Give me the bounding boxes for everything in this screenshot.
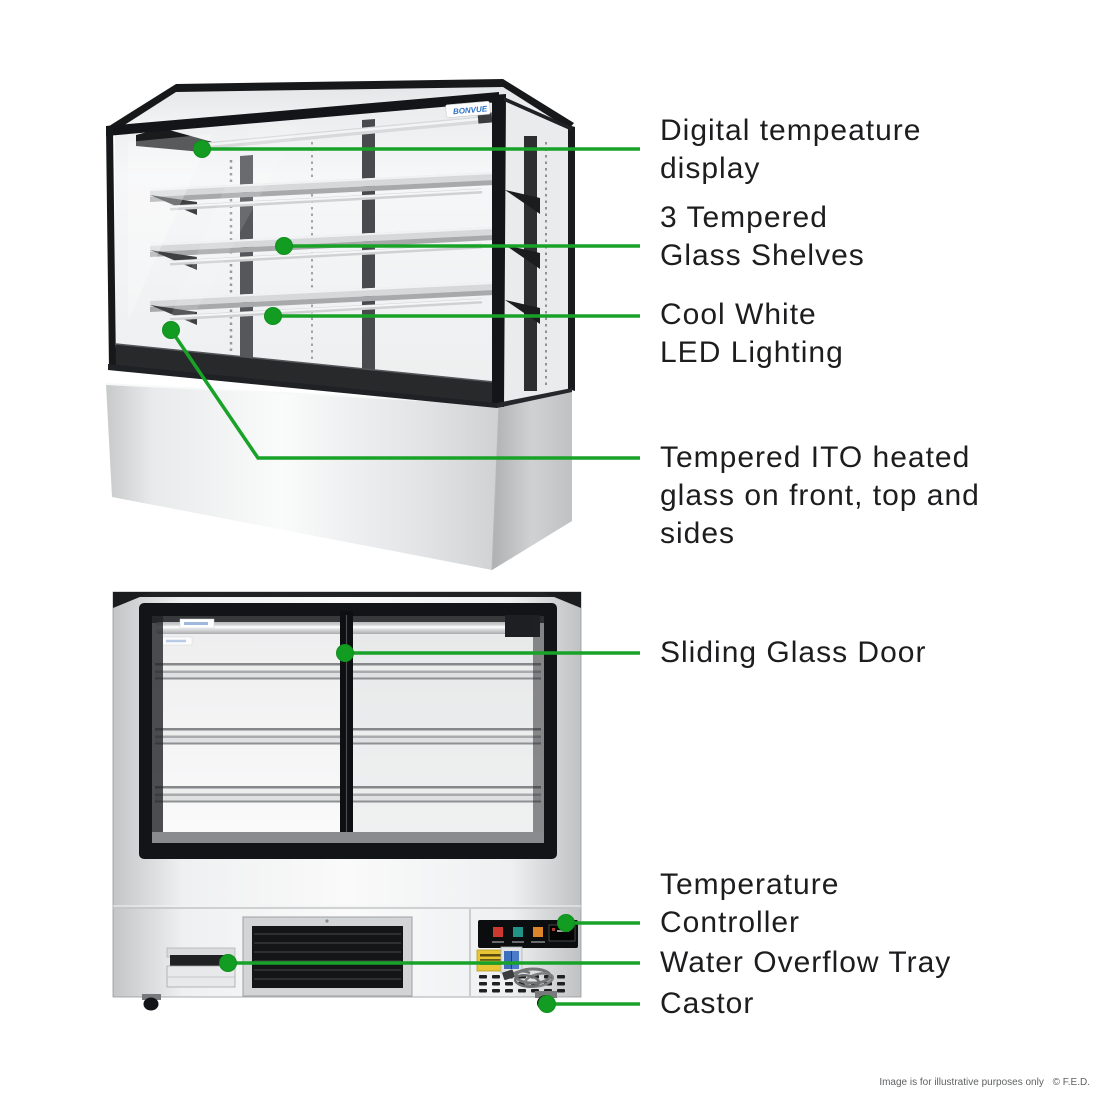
callout-label-line: display xyxy=(660,152,761,185)
interior-brand-stickers xyxy=(161,618,215,646)
glass-reflection xyxy=(160,124,300,342)
display-interior xyxy=(115,101,494,403)
callout-label-digital-temperature-display: Digital tempeature display xyxy=(660,112,921,188)
angled-display-unit-image: BONVUE xyxy=(105,79,575,571)
controller-display xyxy=(548,924,576,942)
callout-label-line: glass on front, top and xyxy=(660,479,980,512)
brand-logo: BONVUE xyxy=(445,100,491,119)
interior-frame xyxy=(229,119,547,391)
callout-label-line: Controller xyxy=(660,906,801,939)
stainless-base xyxy=(105,383,573,571)
glass-shelf xyxy=(149,282,495,325)
callout-label-sliding-glass-door: Sliding Glass Door xyxy=(660,634,926,672)
callout-label-line: Sliding Glass Door xyxy=(660,636,927,669)
callout-label-led-lighting: Cool White LED Lighting xyxy=(660,296,844,372)
disclaimer-text: Image is for illustrative purposes only xyxy=(879,1077,1044,1088)
glass-reflection xyxy=(128,134,212,320)
glass-shelf xyxy=(149,172,495,215)
image-disclaimer: Image is for illustrative purposes only … xyxy=(879,1077,1090,1088)
callout-label-line: Cool White xyxy=(660,298,817,331)
top-edge xyxy=(113,592,581,597)
red-button xyxy=(493,927,503,937)
orange-button xyxy=(533,927,543,937)
callout-label-line: LED Lighting xyxy=(660,336,844,369)
power-switch xyxy=(500,946,523,974)
water-overflow-tray xyxy=(166,947,236,988)
callout-label-line: Temperature xyxy=(660,868,840,901)
callout-label-line: sides xyxy=(660,517,736,550)
castor-wheel-right xyxy=(535,991,557,1011)
power-plug xyxy=(502,969,515,981)
callout-label-water-overflow-tray: Water Overflow Tray xyxy=(660,944,951,982)
callout-label-line: 3 Tempered xyxy=(660,201,828,234)
callout-label-castor: Castor xyxy=(660,985,754,1023)
callout-label-tempered-glass-shelves: 3 Tempered Glass Shelves xyxy=(660,199,865,275)
front-display-unit-image xyxy=(112,591,582,1011)
front-led-tube xyxy=(156,615,540,637)
castor-wheel-left xyxy=(142,994,161,1011)
callout-label-line: Digital tempeature xyxy=(660,114,922,147)
shelf-bracket xyxy=(505,190,540,214)
shelf-bracket xyxy=(505,245,540,269)
callout-label-line: Glass Shelves xyxy=(660,239,865,272)
brand-logo-text: BONVUE xyxy=(453,104,489,116)
vent-grille xyxy=(242,916,413,997)
vent-slots xyxy=(479,975,565,993)
shelf-bracket xyxy=(505,300,540,324)
callout-label-ito-heated-glass: Tempered ITO heated glass on front, top … xyxy=(660,439,980,553)
callout-label-line: Water Overflow Tray xyxy=(660,946,952,979)
green-button xyxy=(513,927,523,937)
temperature-controller-panel xyxy=(478,920,578,948)
power-cord xyxy=(502,967,555,988)
copyright-text: © F.E.D. xyxy=(1052,1077,1090,1088)
callout-label-temperature-controller: Temperature Controller xyxy=(660,866,839,942)
callout-label-line: Castor xyxy=(660,987,755,1020)
callout-label-line: Tempered ITO heated xyxy=(660,441,971,474)
